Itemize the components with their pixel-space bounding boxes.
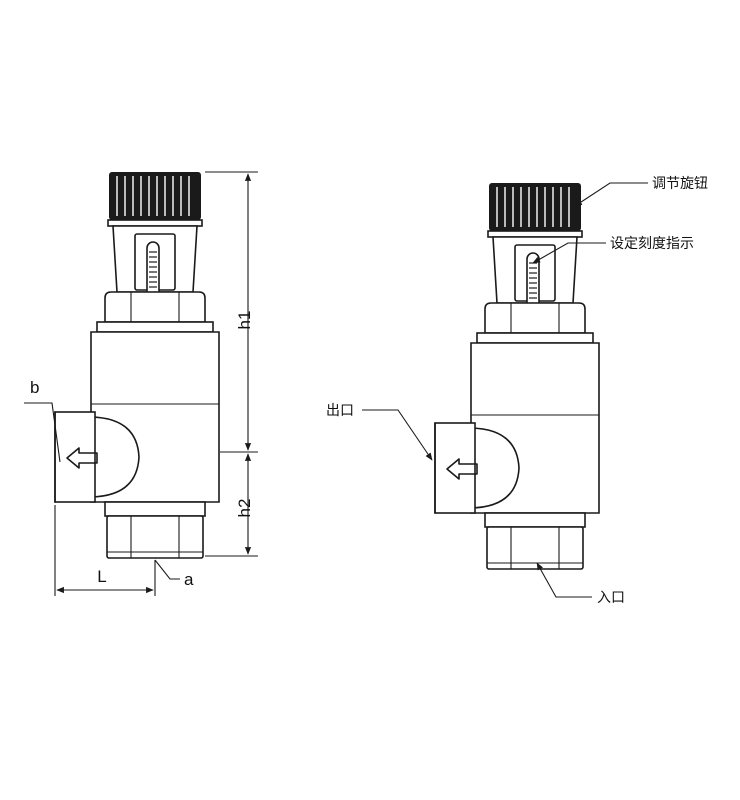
dim-a-label: a [184, 570, 194, 589]
dim-h2-label: h2 [235, 499, 254, 518]
left-valve [54, 171, 220, 559]
dim-b-label: b [30, 378, 39, 397]
callout-leaders [362, 182, 648, 598]
right-valve [434, 182, 600, 570]
dimension-lines [24, 171, 258, 596]
callout-scale-label: 设定刻度指示 [610, 236, 694, 252]
callout-labels: 调节旋钮 设定刻度指示 出口 入口 [326, 176, 708, 606]
dimension-labels: h1 h2 L a b [30, 311, 254, 589]
dim-L-label: L [97, 567, 106, 586]
callout-inlet-label: 入口 [597, 590, 625, 606]
callout-knob-label: 调节旋钮 [652, 176, 708, 192]
dim-h1-label: h1 [235, 311, 254, 330]
callout-outlet-label: 出口 [326, 403, 354, 419]
